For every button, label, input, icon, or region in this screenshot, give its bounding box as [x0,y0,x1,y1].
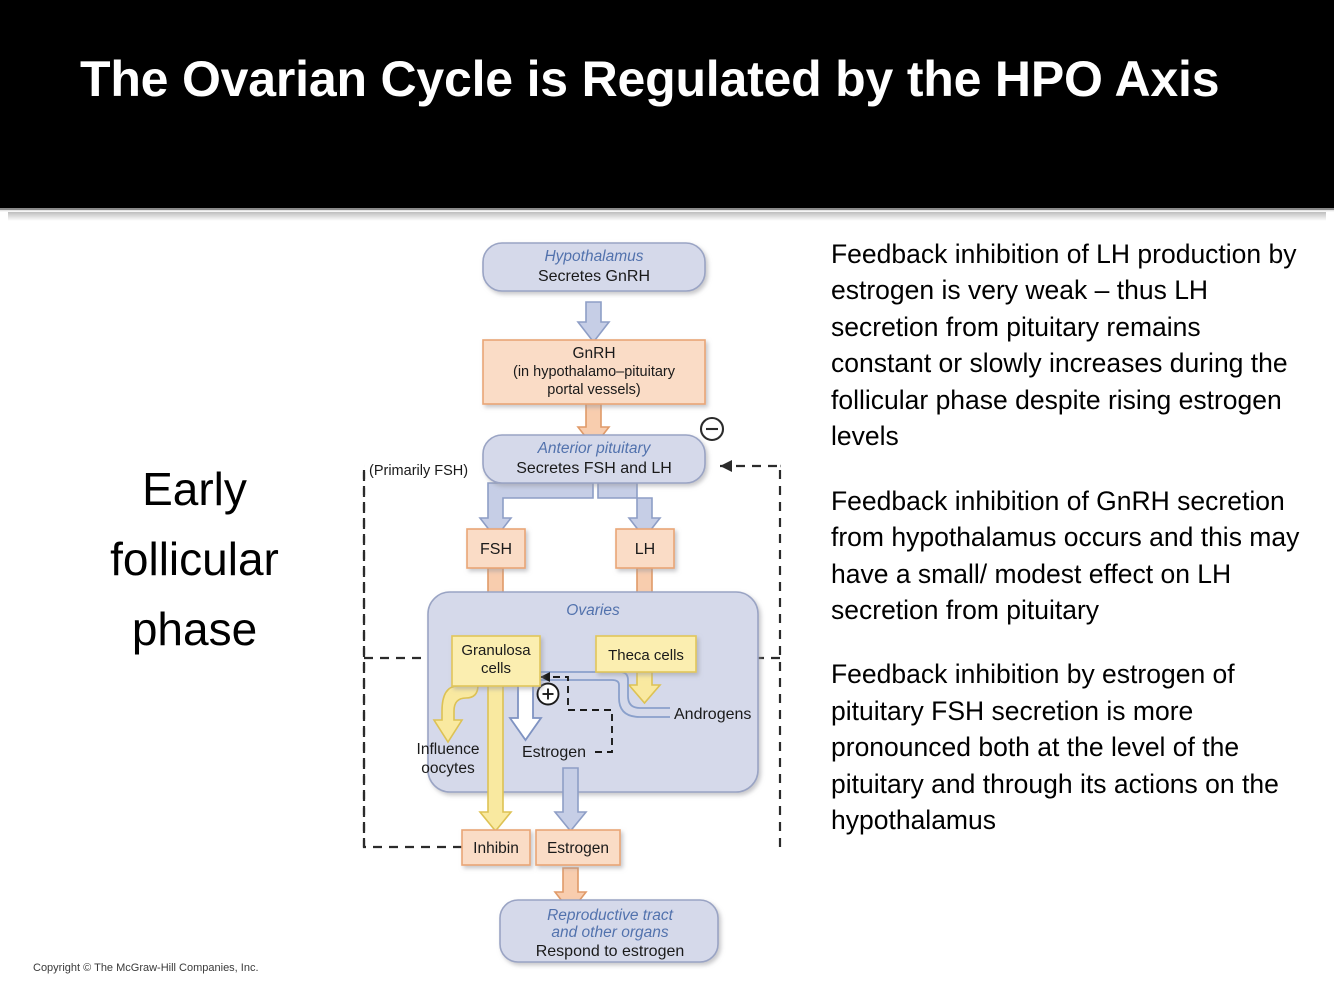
arrowhead-hypothalamus-feedback [720,460,732,472]
note-paragraph-2: Feedback inhibition of GnRH secretion fr… [831,485,1300,625]
hypothalamus-organ-label: Hypothalamus [544,248,643,265]
lh-label: LH [635,541,655,558]
theca-cells-box: Theca cells [595,635,697,673]
reproductive-tract-box: Reproductive tract and other organs Resp… [499,899,719,963]
estrogen-to-granulosa-dashed [540,676,613,753]
copyright-notice: Copyright © The McGraw-Hill Companies, I… [33,962,259,974]
title-divider-shadow [8,212,1326,221]
hypothalamus-box: Hypothalamus Secretes GnRH [482,242,706,292]
estrogen-output-box: Estrogen [535,829,621,866]
title-band [0,0,1334,208]
fsh-box: FSH [466,528,526,569]
theca-label: Theca cells [608,647,684,664]
lh-box: LH [615,528,675,569]
reproductive-action-label: Respond to estrogen [536,943,685,960]
dashed-right-to-hypothalamus [720,464,782,847]
gnrh-line-3: portal vessels) [547,382,640,398]
granulosa-cells-box: Granulosa cells [451,635,541,687]
note-paragraph-3: Feedback inhibition by estrogen of pitui… [831,659,1279,836]
inhibin-label: Inhibin [473,840,519,857]
gnrh-line-1: GnRH [572,345,615,362]
anterior-pituitary-box: Anterior pituitary Secretes FSH and LH [482,434,706,484]
phase-label-line-2: follicular [110,532,279,585]
gnrh-line-2: (in hypothalamo–pituitary [513,364,676,380]
granulosa-line-2: cells [481,660,511,677]
fsh-label: FSH [480,541,512,558]
influence-oocytes-line-2: oocytes [421,760,475,777]
androgens-label: Androgens [674,706,751,723]
arrow-theca-to-androgens [627,671,662,705]
hypothalamus-action-label: Secretes GnRH [538,268,650,285]
ovaries-label: Ovaries [566,602,620,619]
arrow-pituitary-to-fsh [478,482,594,540]
reproductive-organ-line-2: and other organs [551,924,668,941]
page-title: The Ovarian Cycle is Regulated by the HP… [80,51,1220,107]
primarily-fsh-label: (Primarily FSH) [369,463,468,479]
arrow-hypothalamus-to-gnrh [576,301,611,344]
influence-oocytes-line-1: Influence [417,741,480,758]
phase-label-line-1: Early [142,463,247,515]
arrowhead-positive-feedback [540,672,550,682]
negative-sign-icon-hypothalamus [699,416,725,442]
hpo-axis-diagram: Ovaries Hypothal [340,230,810,970]
note-paragraph-1: Feedback inhibition of LH production by … [831,239,1297,452]
reproductive-organ-line-1: Reproductive tract [547,907,673,924]
inhibin-box: Inhibin [461,829,531,866]
phase-label: Early follicular phase [62,455,327,665]
channel-estrogen-to-estrogen-out [553,767,588,833]
pituitary-organ-label: Anterior pituitary [537,440,652,457]
pituitary-action-label: Secretes FSH and LH [516,460,672,477]
estrogen-inner-label: Estrogen [522,744,586,761]
estrogen-output-label: Estrogen [547,840,609,857]
positive-sign-icon [536,682,560,706]
notes-column: Feedback inhibition of LH production by … [831,236,1301,839]
phase-label-line-3: phase [131,602,258,655]
gnrh-box: GnRH (in hypothalamo–pituitary portal ve… [482,339,706,405]
granulosa-line-1: Granulosa [461,642,531,659]
arrow-pituitary-to-lh [597,482,662,540]
title-divider [0,208,1334,212]
